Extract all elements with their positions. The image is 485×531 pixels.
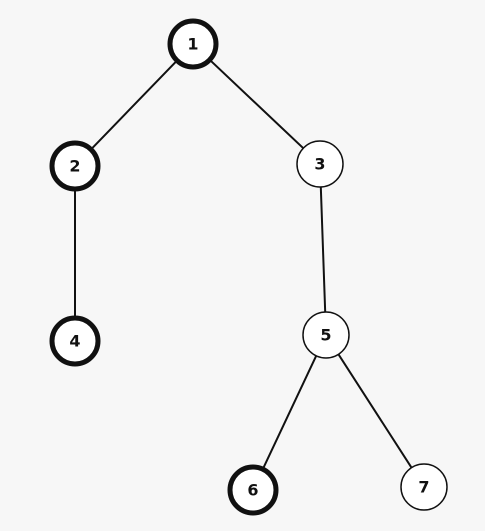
node-circle-6 bbox=[227, 464, 279, 516]
node-3: 3 bbox=[296, 140, 344, 188]
edge-5-7 bbox=[337, 353, 413, 469]
node-label-6: 6 bbox=[247, 481, 258, 500]
node-label-3: 3 bbox=[314, 155, 325, 174]
node-6: 6 bbox=[227, 464, 279, 516]
node-label-2: 2 bbox=[69, 157, 80, 176]
node-5: 5 bbox=[302, 311, 350, 359]
node-label-7: 7 bbox=[418, 478, 429, 497]
node-circle-2 bbox=[49, 140, 101, 192]
nodes-group: 1 2 3 4 5 6 7 bbox=[49, 18, 448, 516]
node-1: 1 bbox=[167, 18, 219, 70]
node-2: 2 bbox=[49, 140, 101, 192]
edge-1-2 bbox=[89, 59, 179, 151]
node-circle-7 bbox=[400, 463, 448, 511]
node-4: 4 bbox=[49, 315, 101, 367]
edge-1-3 bbox=[208, 58, 305, 150]
edge-5-6 bbox=[261, 354, 318, 471]
node-label-4: 4 bbox=[69, 332, 80, 351]
node-label-1: 1 bbox=[187, 35, 198, 54]
node-7: 7 bbox=[400, 463, 448, 511]
edge-3-5 bbox=[319, 185, 327, 314]
node-label-5: 5 bbox=[320, 326, 331, 345]
node-circle-5 bbox=[302, 311, 350, 359]
node-circle-4 bbox=[49, 315, 101, 367]
node-circle-1 bbox=[167, 18, 219, 70]
edges-group bbox=[74, 58, 413, 471]
node-circle-3 bbox=[296, 140, 344, 188]
